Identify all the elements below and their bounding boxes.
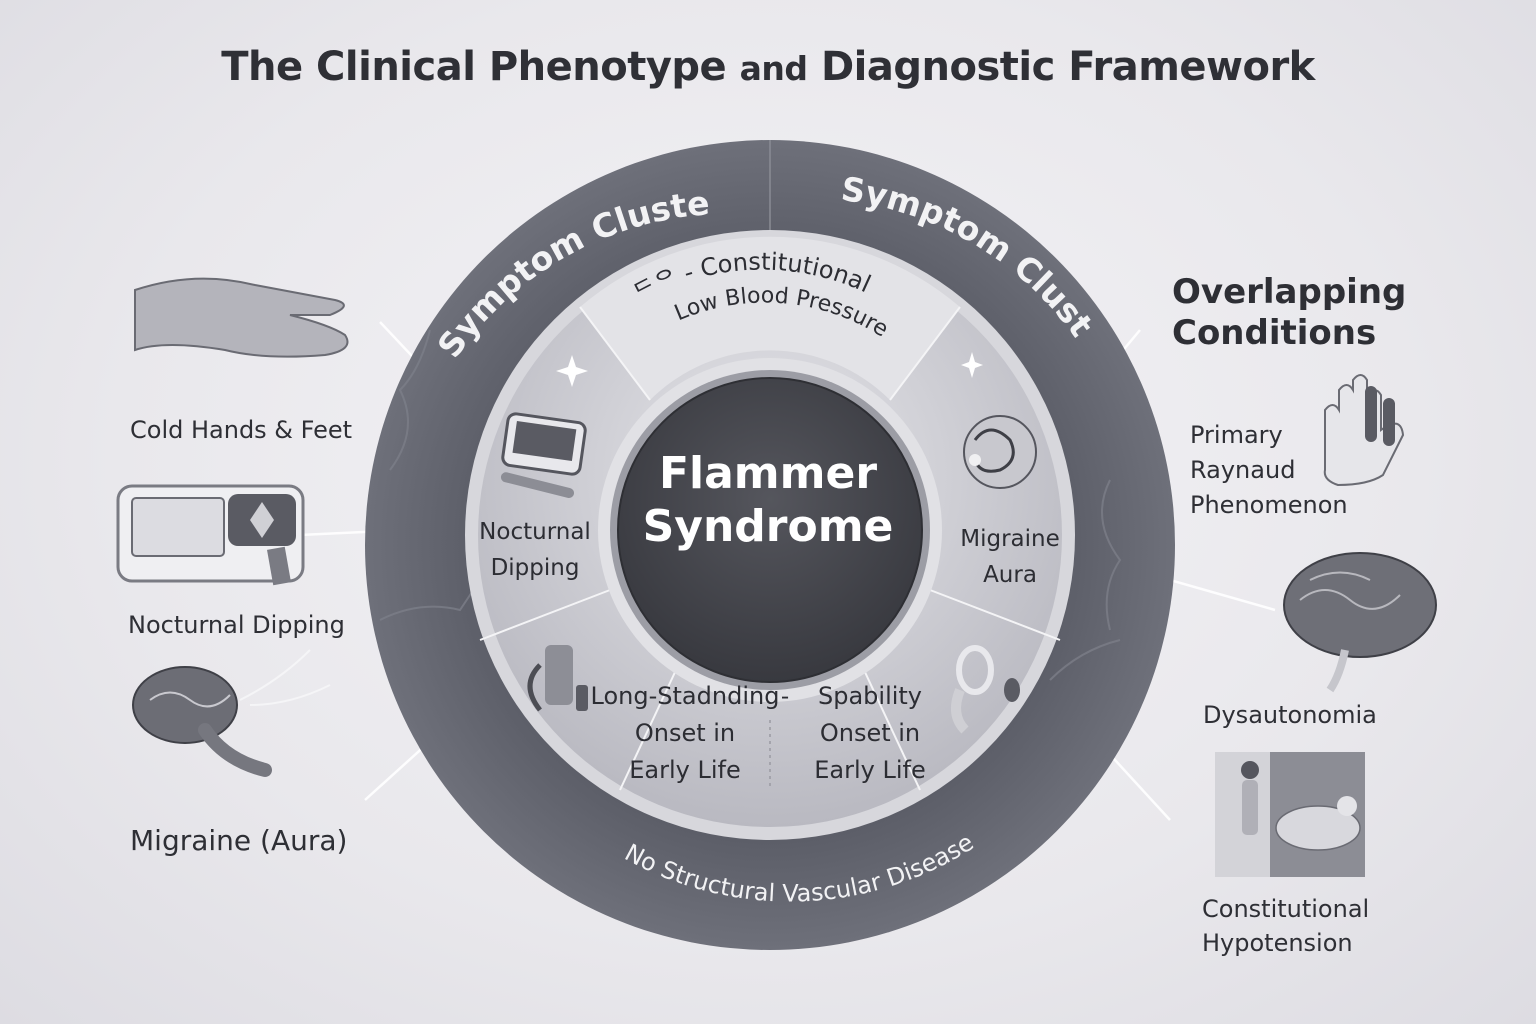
raynaud-line1: Primary <box>1190 421 1283 449</box>
bp-monitor-device-icon <box>116 484 305 586</box>
ear-vessel-icon <box>527 645 588 712</box>
sparkle-icon <box>961 352 983 378</box>
heading-line2: Conditions <box>1172 312 1377 353</box>
inner-segment-left[interactable]: Nocturnal Dipping <box>455 515 615 586</box>
center-title[interactable]: Flammer Syndrome <box>608 448 928 554</box>
inner-left-line2: Dipping <box>490 554 580 581</box>
cold-hand-icon <box>134 277 349 358</box>
inner-bottom-left-line2: Onset in <box>634 719 736 748</box>
inner-segment-top <box>580 236 960 400</box>
right-item-raynaud[interactable]: Primary Raynaud Phenomenon <box>1190 418 1348 522</box>
right-item-constitutional-hypotension[interactable]: Constitutional Hypotension <box>1202 893 1369 960</box>
brain-lightning-icon <box>132 649 331 777</box>
center-title-line2: Syndrome <box>642 500 894 552</box>
raynaud-line3: Phenomenon <box>1190 490 1348 519</box>
hypotension-line1: Constitutional <box>1202 895 1370 923</box>
right-item-dysautonomia[interactable]: Dysautonomia <box>1203 701 1377 729</box>
inner-segment-bottom-right[interactable]: Spability Onset in Early Life <box>790 678 950 790</box>
left-item-cold-hands[interactable]: Cold Hands & Feet <box>130 416 353 444</box>
inner-left-line1: Nocturnal <box>479 519 591 545</box>
raynaud-hand-icon <box>1323 374 1405 487</box>
neuron-icon <box>963 415 1037 489</box>
inner-bottom-right-line1: Spability <box>817 682 923 710</box>
page-title: The Clinical Phenotype and Diagnostic Fr… <box>0 44 1536 90</box>
inner-segment-right[interactable]: Migraine Aura <box>940 522 1080 593</box>
title-connector: and <box>739 49 808 88</box>
fainting-person-icon <box>1215 752 1365 877</box>
inner-ear-icon <box>951 645 1020 734</box>
inner-bottom-left-line1: Long-Stadnding <box>590 682 780 710</box>
inner-bottom-right-line2: Onset in <box>819 719 921 748</box>
overlapping-conditions-heading: Overlapping Conditions <box>1172 272 1406 354</box>
inner-right-line2: Aura <box>983 561 1037 588</box>
brain-icon <box>1283 552 1437 693</box>
segment-dividers <box>479 306 1061 791</box>
inner-right-line1: Migraine <box>960 526 1060 552</box>
left-item-migraine-aura[interactable]: Migraine (Aura) <box>130 824 348 857</box>
center-disc <box>617 377 923 683</box>
inner-bottom-separator: - <box>780 684 790 710</box>
inner-bottom-left-line3: Early Life <box>629 756 741 785</box>
sparkle-icon <box>556 355 588 387</box>
left-item-nocturnal-dipping[interactable]: Nocturnal Dipping <box>128 611 345 639</box>
heading-line1: Overlapping <box>1172 272 1407 312</box>
inner-bottom-right-line3: Early Life <box>814 756 926 785</box>
bp-monitor-icon <box>500 412 587 498</box>
center-title-line1: Flammer <box>658 448 878 499</box>
title-main: The Clinical Phenotype <box>221 44 727 90</box>
raynaud-line2: Raynaud <box>1190 455 1296 484</box>
hypotension-line2: Hypotension <box>1202 928 1353 957</box>
title-rest: Diagnostic Framework <box>820 44 1315 90</box>
inner-segment-bottom-left[interactable]: Long-Stadnding Onset in Early Life <box>590 678 780 790</box>
